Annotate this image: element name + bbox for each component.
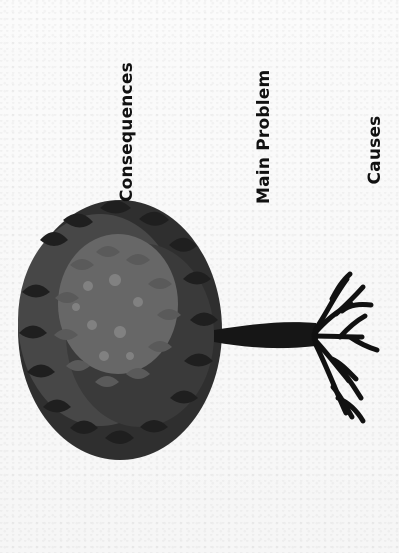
roots-icon bbox=[314, 274, 377, 421]
label-main-problem: Main Problem bbox=[252, 84, 276, 204]
tree-crown bbox=[18, 200, 222, 460]
label-consequences: Consequences bbox=[115, 82, 139, 202]
label-causes: Causes bbox=[363, 115, 387, 185]
tree-icon bbox=[18, 200, 377, 460]
tree-trunk bbox=[214, 322, 318, 348]
